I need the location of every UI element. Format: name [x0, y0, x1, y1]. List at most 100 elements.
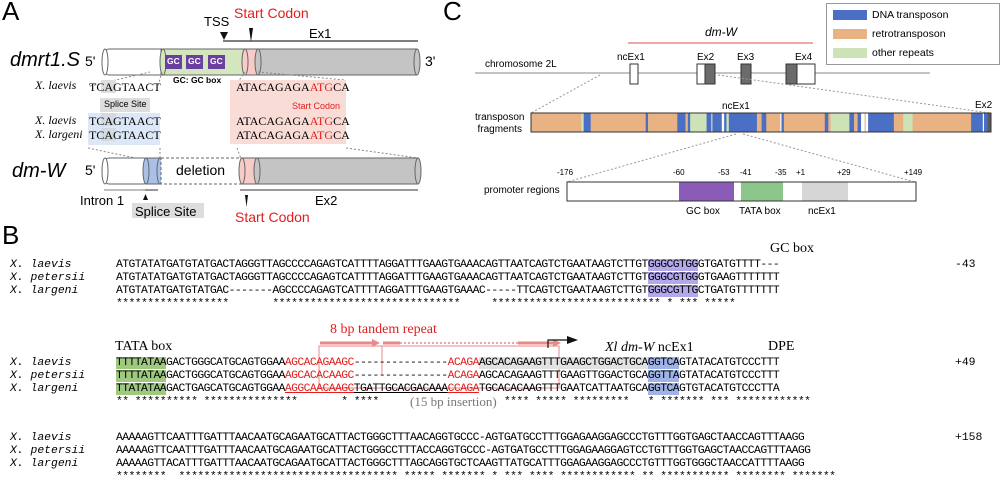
dmw-5utr — [104, 157, 148, 185]
exon-label-ex2: Ex2 — [697, 52, 715, 63]
start-codon-tag: Start Codon — [292, 101, 341, 111]
fragment-segment — [712, 113, 723, 132]
fragment-segment — [830, 113, 850, 132]
insertion-seq: TGATTGCACGACAAA — [353, 383, 448, 395]
start-seq-3: ATACAGAGAATGCA — [236, 128, 350, 143]
fragment-segment — [781, 113, 785, 132]
splice-site-bg — [132, 203, 204, 218]
species-name: X. petersii — [10, 445, 86, 457]
dmrt1-3prime: 3' — [425, 53, 436, 69]
splice-site-label: Splice Site — [135, 204, 197, 219]
start-codon-label-bottom: Start Codon — [235, 209, 310, 225]
tss-label: TSS — [204, 14, 230, 29]
panel-c-letter: C — [443, 0, 462, 26]
seq-prefix: ATACAGAGA — [236, 114, 310, 128]
pos-m60: -60 — [673, 168, 685, 177]
fragment-segment — [868, 113, 895, 132]
chromosome-label: chromosome 2L — [485, 59, 557, 70]
sequence-row: TTTTATAAGACTGGGCATGCAGTGGAAAGCACAGAAGC--… — [116, 357, 780, 370]
repeat-seq: ACAGA — [447, 357, 480, 369]
fragment-segment — [828, 113, 831, 132]
fragment-segment — [648, 113, 678, 132]
dmrt1-label: dmrt1.S — [10, 49, 81, 71]
species-name: X. petersii — [10, 370, 86, 382]
fragments-label-line2: fragments — [477, 124, 522, 135]
seq-segment: GTATACATGTCCCTTT — [679, 370, 780, 382]
fragment-segment — [912, 113, 972, 132]
region-label-gc: GC box — [686, 206, 720, 217]
tata-seq: TTTTATAA — [116, 357, 167, 369]
splice-seq-2: TCAGTAACT — [89, 114, 161, 128]
sequence-row: ATGTATATGATGTATGACTAGGGTTAGCCCCAGAGTCATT… — [116, 272, 780, 285]
dmrt1-5prime: 5' — [85, 53, 96, 69]
tandem-repeat-label: 8 bp tandem repeat — [330, 322, 437, 337]
fragments-ncex1-label: ncEx1 — [722, 101, 750, 112]
gc-box-seq: GGGCGTGG — [647, 259, 698, 271]
retrotransposon-swatch — [833, 29, 867, 40]
splice-arrow-icon — [143, 194, 148, 200]
fragment-segment — [685, 113, 689, 132]
fragment-segment — [706, 113, 712, 132]
start-seq-2: ATACAGAGAATGCA — [236, 114, 350, 129]
species-laevis-2: X. laevis — [35, 113, 77, 127]
ex1-label: Ex1 — [309, 26, 332, 41]
species-largeni: X. largeni — [35, 127, 83, 141]
fragment-segment — [724, 113, 727, 132]
species-name: X. petersii — [10, 272, 86, 284]
panel-b-letter: B — [2, 220, 20, 250]
splice-seq-3: TCAGTAACT — [89, 128, 161, 142]
promoter-label: promoter regions — [484, 185, 560, 196]
fragment-segment — [971, 113, 984, 132]
seq-segment: GACTGGGCATGCAGTGGAA — [166, 370, 285, 382]
legend-item-retro: retrotransposon — [833, 28, 946, 40]
ncex1-label-italic: Xl dm-W — [605, 340, 655, 355]
gc-box-label: GC box — [770, 241, 814, 256]
repeat-arrows — [318, 336, 578, 389]
insertion-label: (15 bp insertion) — [410, 394, 497, 409]
species-name: X. laevis — [10, 357, 72, 369]
start-seq-1: ATACAGAGAATGCA — [236, 80, 350, 95]
fragment-segment — [893, 113, 904, 132]
intron1-label: Intron 1 — [80, 193, 125, 208]
ex2-box-utr — [696, 63, 706, 85]
atg-codon: ATG — [309, 128, 334, 142]
seq-segment: GTGATGTTTT--- — [697, 259, 780, 271]
tata-box-label: TATA box — [115, 339, 173, 354]
gc-chip-2: GC — [188, 56, 201, 66]
fragment-segment — [583, 113, 591, 132]
fragment-segment — [721, 113, 725, 132]
tss-arrow-icon — [547, 339, 568, 348]
ncex1-label: Xl dm-W ncEx1 — [605, 340, 694, 356]
fragment-segment — [645, 113, 649, 132]
exon-label-ex3: Ex3 — [737, 52, 755, 63]
pos-p1: +1 — [796, 168, 806, 177]
fragment-segment — [983, 113, 988, 132]
legend-item-dna: DNA transposon — [833, 9, 948, 21]
fragment-segment — [903, 113, 913, 132]
dna-transposon-swatch — [833, 10, 867, 21]
gc-box-seq: GGGCGTTG — [647, 285, 698, 297]
gc-chip-1: GC — [167, 56, 180, 66]
promoter-ncex1 — [802, 182, 848, 201]
repeat-seq: AGC — [334, 370, 354, 382]
gc-chip-3: GC — [210, 56, 223, 66]
pos-p29: +29 — [837, 168, 851, 177]
species-name: X. largeni — [10, 285, 79, 297]
seq-segment: --------------- — [353, 370, 448, 382]
fragment-segment — [590, 113, 647, 132]
seq-segment: TGCACACAAGTTTGAATCATTAATGCA — [478, 383, 648, 395]
conservation-stars: ****************** *********************… — [116, 298, 736, 310]
ex4-box-utr — [796, 63, 816, 85]
dmrt1-exon1 — [256, 48, 418, 76]
alignment-block-3: X. laevis X. petersii X. largeni AAAAAGT… — [0, 432, 1000, 487]
fragment-segment — [687, 113, 691, 132]
ncex1-seq: AGCACAGAAGTTTGAAGCTGGACTGCA — [478, 357, 648, 369]
seq-segment: ATGTATATGATGTATGAC-------AGCCCCAGAGTCATT… — [116, 285, 648, 297]
repeat-seq: ACAGA — [447, 370, 480, 382]
fragment-segment — [865, 113, 869, 132]
fragment-segment — [857, 113, 862, 132]
repeat-seq: CCAGA — [447, 383, 480, 395]
splice-site-label-bg — [100, 98, 150, 112]
fragment-segment — [690, 113, 707, 132]
